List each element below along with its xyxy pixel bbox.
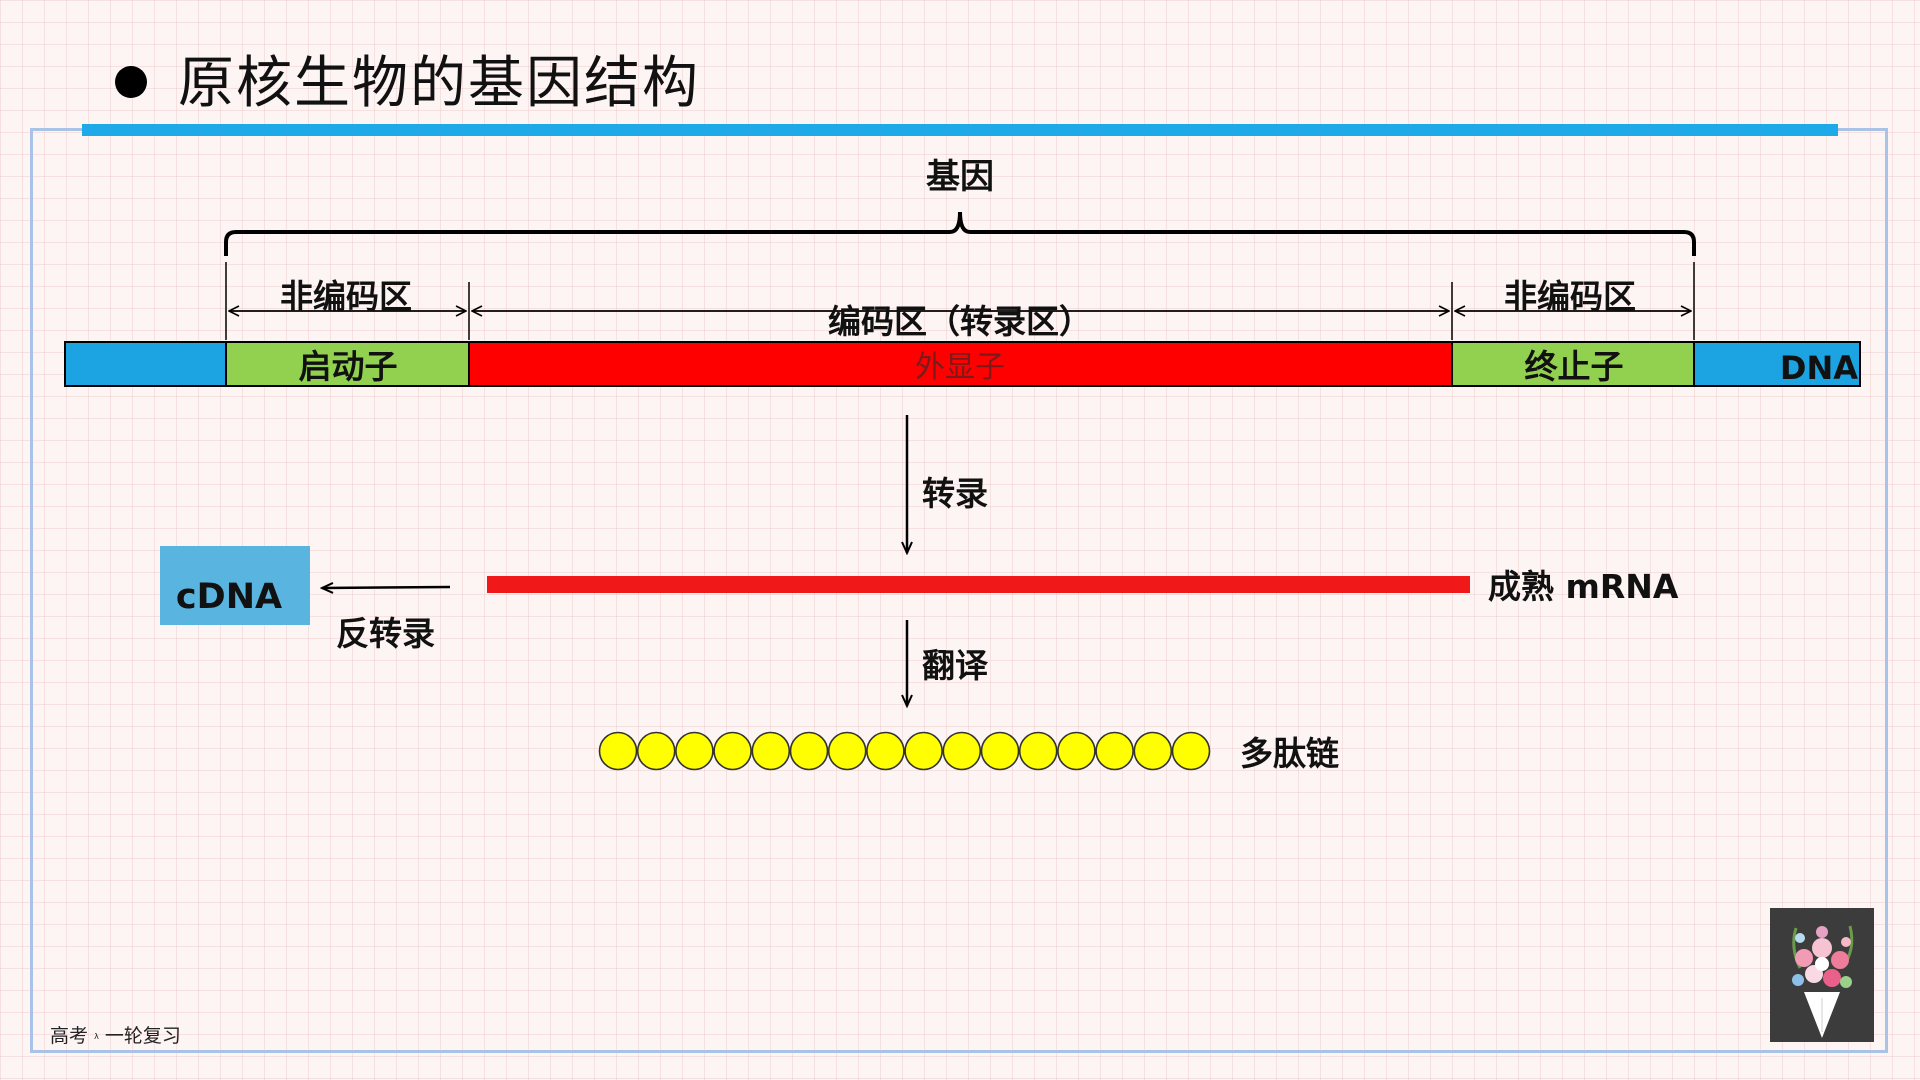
cdna-box — [160, 546, 310, 625]
amino-acid-bead — [827, 731, 867, 771]
promoter-label: 启动子 — [299, 347, 398, 386]
slide-title: 原核生物的基因结构 — [178, 51, 700, 116]
amino-acid-bead — [713, 731, 752, 771]
terminator-segment — [1451, 341, 1695, 387]
amino-acid-bead — [675, 731, 714, 771]
amino-acid-bead — [751, 731, 791, 771]
noncoding-right-label: 非编码区 — [1504, 277, 1636, 316]
exon-segment — [468, 341, 1453, 387]
mature-mrna-bar — [487, 576, 1470, 593]
amino-acid-bead — [904, 731, 943, 771]
amino-acid-bead — [1095, 731, 1134, 771]
transcription-label: 转录 — [922, 474, 988, 513]
amino-acid-bead — [866, 731, 905, 771]
gene-brace — [224, 211, 1696, 256]
title-accent-bar — [82, 124, 1838, 136]
amino-acid-bead — [1018, 731, 1058, 771]
polypeptide-label: 多肽链 — [1240, 734, 1339, 773]
dna-label: DNA — [1780, 349, 1858, 387]
amino-acid-bead — [1133, 731, 1173, 771]
terminator-label: 终止子 — [1525, 347, 1624, 386]
flower-bouquet-image — [1770, 908, 1874, 1042]
amino-acid-bead — [1057, 731, 1096, 771]
cdna-label: cDNA — [176, 577, 282, 617]
reverse-transcription-arrow — [322, 587, 451, 588]
amino-acid-bead — [942, 731, 982, 771]
dna-left-segment — [64, 341, 227, 387]
amino-acid-bead — [636, 731, 676, 771]
title-bullet-icon — [115, 66, 147, 98]
footer-main: 高考 — [50, 1025, 89, 1047]
amino-acid-bead — [980, 731, 1020, 771]
mature-mrna-label: 成熟 mRNA — [1488, 567, 1679, 606]
exon-label: 外显子 — [915, 350, 1005, 385]
translation-label: 翻译 — [922, 646, 989, 685]
footer-tail: 一轮复习 — [104, 1025, 181, 1047]
amino-acid-bead — [1171, 731, 1211, 771]
reverse-transcription-label: 反转录 — [336, 614, 435, 653]
footer-text: 高考 λ 一轮复习 — [50, 1021, 181, 1048]
gene-label: 基因 — [926, 157, 994, 197]
coding-region-label: 编码区（转录区） — [828, 302, 1092, 341]
dna-right-segment — [1693, 341, 1861, 387]
noncoding-left-label: 非编码区 — [280, 277, 412, 316]
footer-small: λ — [94, 1032, 99, 1041]
amino-acid-bead — [598, 731, 638, 771]
polypeptide-chain — [598, 731, 1211, 771]
promoter-segment — [225, 341, 470, 387]
amino-acid-bead — [789, 731, 829, 771]
